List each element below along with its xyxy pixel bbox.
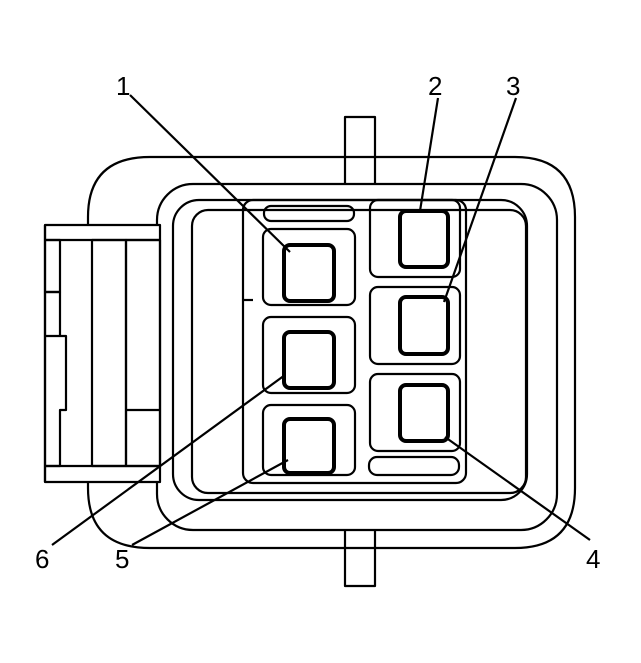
cavity-block xyxy=(241,198,468,485)
cavity-6 xyxy=(261,315,357,395)
terminal-pin-2 xyxy=(398,209,450,269)
terminal-pin-1 xyxy=(282,243,336,303)
pin-label-5: 5 xyxy=(115,544,129,574)
pin-label-2: 2 xyxy=(428,71,442,101)
left-latch xyxy=(43,223,162,484)
terminal-pin-4 xyxy=(398,383,450,443)
leader-line-2 xyxy=(418,97,440,212)
inner-housing-ring-1 xyxy=(155,182,559,532)
pin-label-3: 3 xyxy=(506,71,520,101)
top-lock-tab xyxy=(343,115,377,161)
cavity-2 xyxy=(368,198,462,279)
terminal-pin-6 xyxy=(282,330,336,390)
key-slot-bottom xyxy=(367,455,461,477)
leader-line-6 xyxy=(51,374,286,546)
key-slot-top xyxy=(262,204,356,223)
cavity-1 xyxy=(261,227,357,307)
pin-label-4: 4 xyxy=(586,544,600,574)
pin-label-6: 6 xyxy=(35,544,49,574)
cavity-4 xyxy=(368,372,462,453)
leader-line-1 xyxy=(129,94,291,253)
leader-line-5 xyxy=(131,459,289,546)
leader-line-3 xyxy=(442,97,518,303)
terminal-pin-3 xyxy=(398,295,450,356)
leader-line-4 xyxy=(444,436,591,541)
inner-housing-ring-3 xyxy=(190,208,528,495)
pin-label-1: 1 xyxy=(116,71,130,101)
cavity-3 xyxy=(368,285,462,366)
terminal-pin-5 xyxy=(282,417,336,475)
